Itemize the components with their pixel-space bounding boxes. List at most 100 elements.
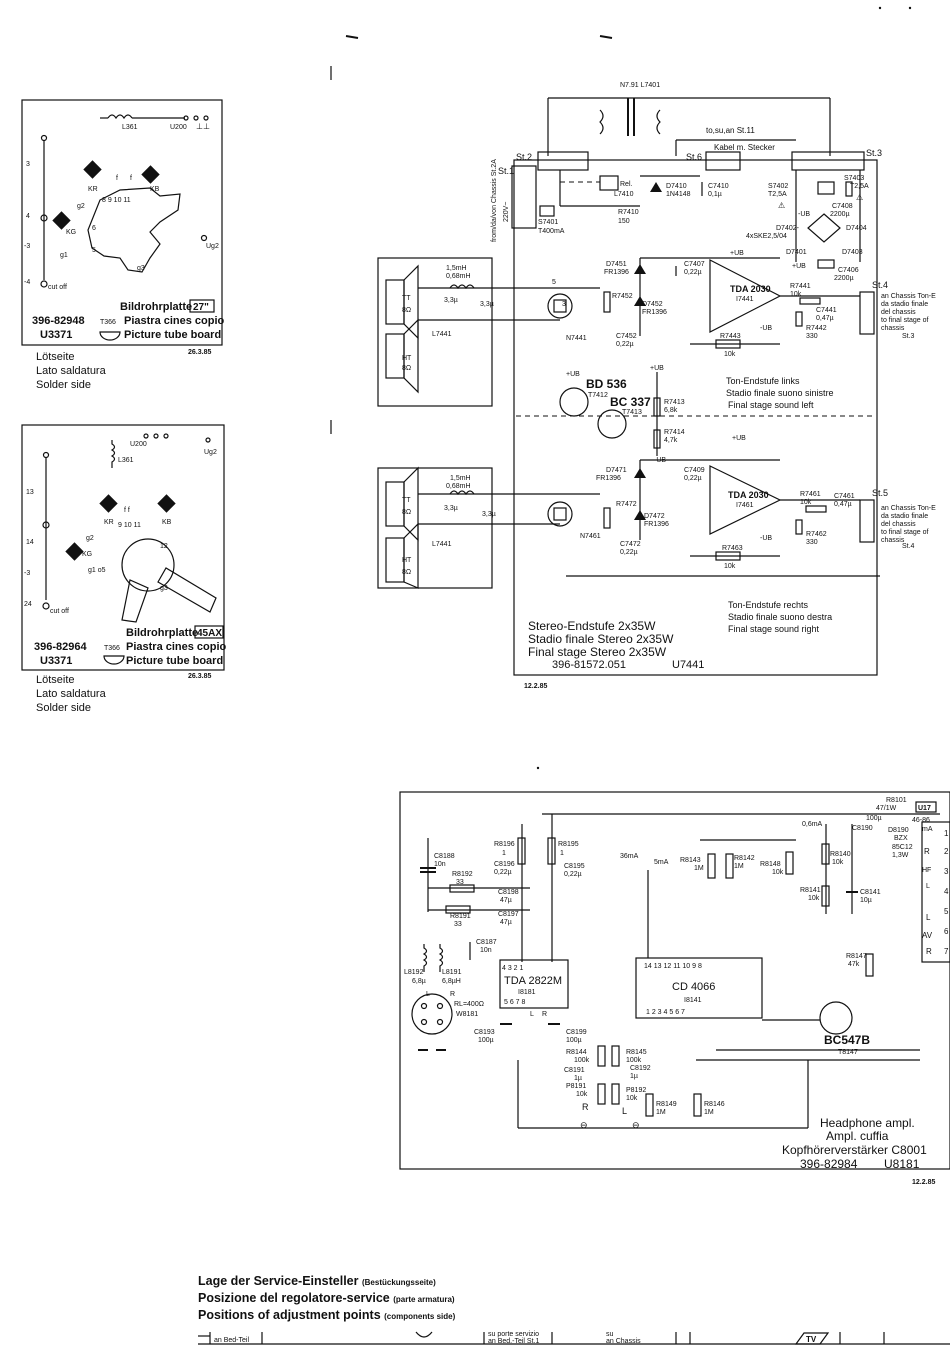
hp-u-no: U8181 — [884, 1157, 920, 1171]
c7409-val: 0,22µ — [684, 475, 702, 482]
ic-left-ref: I7441 — [736, 296, 754, 303]
svg-text:⚠: ⚠ — [778, 201, 785, 210]
ug2-label-2: Ug2 — [204, 449, 217, 456]
c7407-val: 0,22µ — [684, 269, 702, 276]
p8191-val: 10k — [576, 1091, 588, 1098]
footer-line-3: Positions of adjustment points (componen… — [198, 1308, 455, 1322]
footer-line3-text: Positions of adjustment points — [198, 1308, 381, 1322]
strip-5: an Chassis — [606, 1338, 641, 1345]
amp-title-de: Stereo-Endstufe 2x35W — [528, 619, 656, 633]
svg-text:g1 o5: g1 o5 — [88, 567, 106, 574]
c8192: C8192 — [630, 1065, 651, 1072]
c8193: C8193 — [474, 1029, 495, 1036]
r7442: R7442 — [806, 325, 827, 332]
c8191-val: 1µ — [574, 1075, 582, 1082]
r8195: R8195 — [558, 841, 579, 848]
r8142-val: 1M — [734, 863, 744, 870]
kr-label-2: KR — [104, 519, 114, 526]
st4-ref: St.3 — [902, 333, 915, 340]
d7404: D7404 — [846, 225, 867, 232]
c8195: C8195 — [564, 863, 585, 870]
c7410-val: 0,1µ — [708, 191, 722, 198]
st5-de: an Chassis Ton-E — [881, 505, 936, 512]
r8147-val: 47k — [848, 961, 860, 968]
ma: mA — [922, 826, 933, 833]
edge-4: 4 — [944, 887, 949, 896]
tt-r: TT — [402, 497, 411, 504]
st2-label: St.2 — [516, 152, 532, 162]
n7441: N7441 — [566, 335, 587, 342]
c8187: C8187 — [476, 939, 497, 946]
footer-line1-small: (Bestückungsseite) — [361, 1278, 436, 1287]
p8191: P8191 — [566, 1083, 586, 1090]
st4-it2: del chassis — [881, 309, 916, 316]
c8198: C8198 — [498, 889, 519, 896]
u200-label: U200 — [170, 124, 187, 131]
board1-size: 27" — [193, 302, 209, 313]
l-0-68-r: 0,68mH — [446, 483, 471, 490]
fr1396-d: FR1396 — [644, 521, 669, 528]
r8145: R8145 — [626, 1049, 647, 1056]
headphone-amp-schematic: R8101 47/1W U17 100µ C8190 D8190 BZX 85C… — [399, 791, 950, 1186]
st5-en2: chassis — [881, 537, 905, 544]
amp-title-it: Stadio finale Stereo 2x35W — [528, 632, 674, 646]
ub-top: +UB — [792, 263, 806, 270]
svg-text:3: 3 — [562, 301, 566, 308]
c33-l1: 3,3µ — [444, 297, 458, 304]
footer-logo: TV — [806, 1335, 817, 1344]
edge-7: 7 — [944, 947, 949, 956]
stereo-amp-schematic: N7.91 L7401 to,su,an St.11 Kabel m. Stec… — [377, 82, 936, 690]
d7471: D7471 — [606, 467, 627, 474]
edge-lbl-2: HF — [922, 867, 931, 874]
kb-label-2: KB — [162, 519, 172, 526]
board2-title-en: Picture tube board — [126, 655, 223, 667]
l7410: L7410 — [614, 191, 634, 198]
footer-line2-small: (parte armatura) — [393, 1295, 455, 1304]
l-1-5-l: 1,5mH — [446, 265, 467, 272]
svg-text:R: R — [450, 991, 455, 998]
svg-text:13: 13 — [26, 489, 34, 496]
r7442-val: 330 — [806, 333, 818, 340]
st5-it2: del chassis — [881, 521, 916, 528]
d7410-type: 1N4148 — [666, 191, 691, 198]
r8141: R8141 — [800, 887, 821, 894]
left-de: Ton-Endstufe links — [726, 376, 800, 386]
ub-t: +UB — [566, 371, 580, 378]
t400: T400mA — [538, 228, 565, 235]
c7461-val: 0,47µ — [834, 501, 852, 508]
c8199: C8199 — [566, 1029, 587, 1036]
bd536: BD 536 — [586, 377, 627, 391]
r7463: R7463 — [722, 545, 743, 552]
cutoff-label-2: cut off — [50, 608, 69, 615]
amp-title-en: Final stage Stereo 2x35W — [528, 645, 667, 659]
svg-text:-3: -3 — [24, 243, 30, 250]
coil-label: L361 — [122, 124, 138, 131]
transformer-label: N7.91 L7401 — [620, 82, 660, 89]
c7472: C7472 — [620, 541, 641, 548]
r8148-val: 10k — [772, 869, 784, 876]
s7401: S7401 — [538, 219, 558, 226]
r7414-val: 4,7k — [664, 437, 678, 444]
r7452: R7452 — [612, 293, 633, 300]
svg-text:⊥⊥: ⊥⊥ — [196, 122, 210, 131]
edge-1: 1 — [944, 829, 949, 838]
c8196: C8196 — [494, 861, 515, 868]
c7409: C7409 — [684, 467, 705, 474]
l7441-l: L7441 — [432, 331, 452, 338]
st5-label: St.5 — [872, 488, 888, 498]
c7452: C7452 — [616, 333, 637, 340]
c7441: C7441 — [816, 307, 837, 314]
c7408-val: 2200µ — [830, 211, 850, 218]
edge-lbl-1: R — [924, 847, 930, 856]
svg-text:⊖: ⊖ — [632, 1120, 640, 1130]
c8141: C8141 — [860, 889, 881, 896]
r7461: R7461 — [800, 491, 821, 498]
l8192-val: 6,8µ — [412, 978, 426, 985]
r7443-val: 10k — [724, 351, 736, 358]
l-0-68-l: 0,68mH — [446, 273, 471, 280]
r8143-val: 1M — [694, 865, 704, 872]
t7413: T7413 — [622, 409, 642, 416]
svg-text:9 10 11: 9 10 11 — [118, 522, 141, 529]
r8196-val: 1 — [502, 850, 506, 857]
